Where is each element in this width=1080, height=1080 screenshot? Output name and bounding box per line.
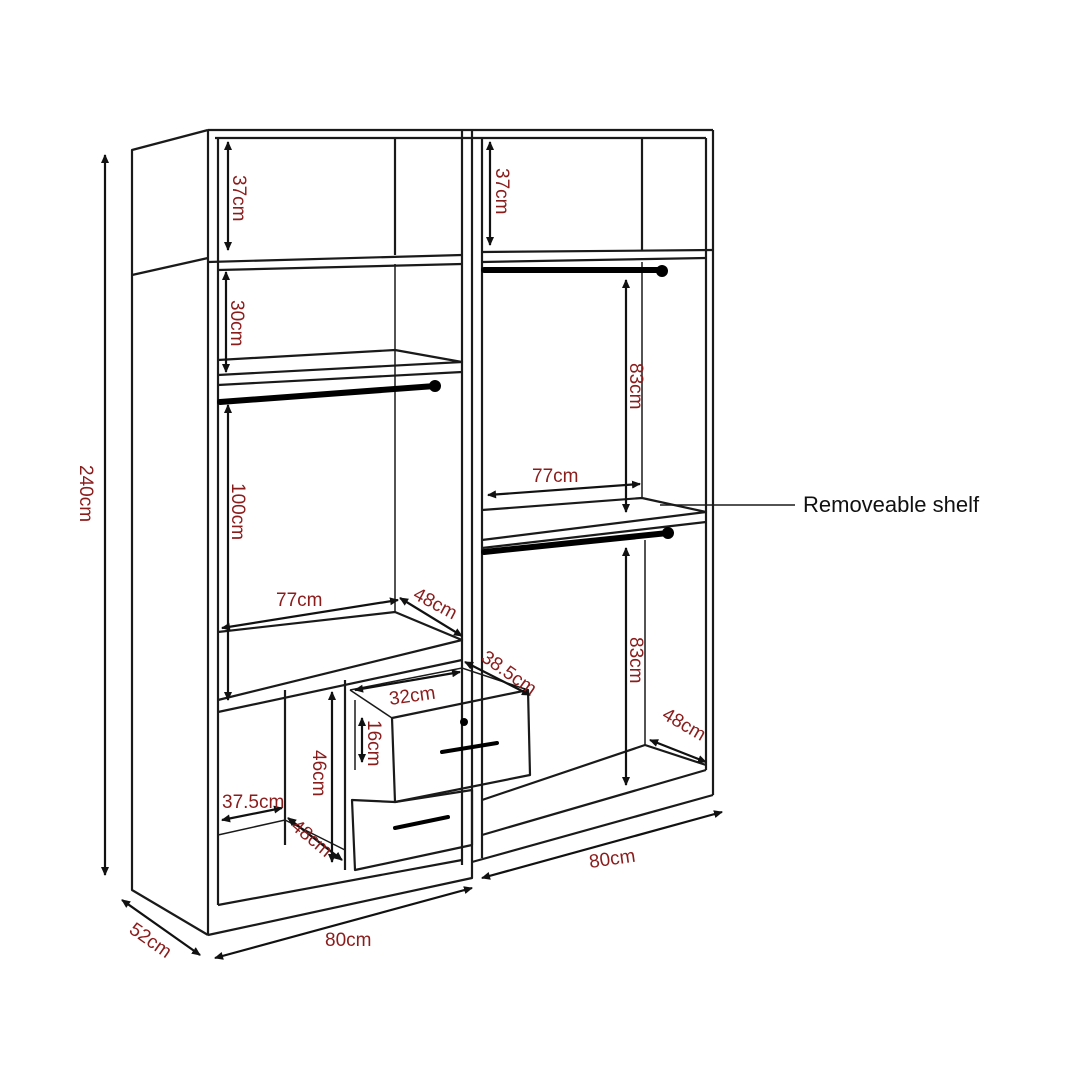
label-total-height: 240cm — [75, 465, 96, 522]
label-lower-compartment-depth: 48cm — [287, 816, 336, 862]
label-drawer-height: 16cm — [363, 720, 384, 766]
label-left-shelf-depth: 48cm — [410, 584, 461, 624]
top-compartments — [207, 138, 714, 272]
label-total-depth: 52cm — [125, 919, 175, 963]
label-right-floor-depth: 48cm — [659, 704, 710, 745]
dimension-arrows — [101, 141, 723, 960]
side-panel — [130, 128, 209, 936]
dimension-labels: 240cm 37cm 37cm 30cm 100cm 77cm 48cm 83c… — [75, 168, 709, 963]
label-left-shelf-width: 77cm — [276, 590, 322, 611]
removeable-shelf-callout: Removeable shelf — [803, 492, 980, 517]
label-left-hanging-height: 100cm — [227, 483, 248, 540]
label-right-shelf-width: 77cm — [532, 466, 578, 487]
label-right-unit-width: 80cm — [588, 846, 637, 873]
label-right-upper-hanging: 83cm — [625, 363, 646, 409]
label-right-top-compartment: 37cm — [491, 168, 512, 214]
label-left-top-compartment: 37cm — [228, 175, 249, 221]
label-left-upper-shelf: 30cm — [226, 300, 247, 346]
rail-end-cap — [656, 265, 668, 277]
left-hanging-rail — [217, 383, 438, 405]
left-unit-interior — [217, 264, 464, 870]
label-lower-compartment-height: 46cm — [308, 750, 329, 796]
label-left-unit-width: 80cm — [325, 930, 371, 951]
rail-end-cap — [662, 527, 674, 539]
label-lower-compartment-width: 37.5cm — [222, 792, 284, 813]
label-drawer-width: 32cm — [388, 683, 437, 710]
drawer-lower — [350, 788, 474, 872]
rail-end-cap — [429, 380, 441, 392]
label-right-lower-hanging: 83cm — [625, 637, 646, 683]
right-lower-hanging-rail — [481, 530, 671, 555]
